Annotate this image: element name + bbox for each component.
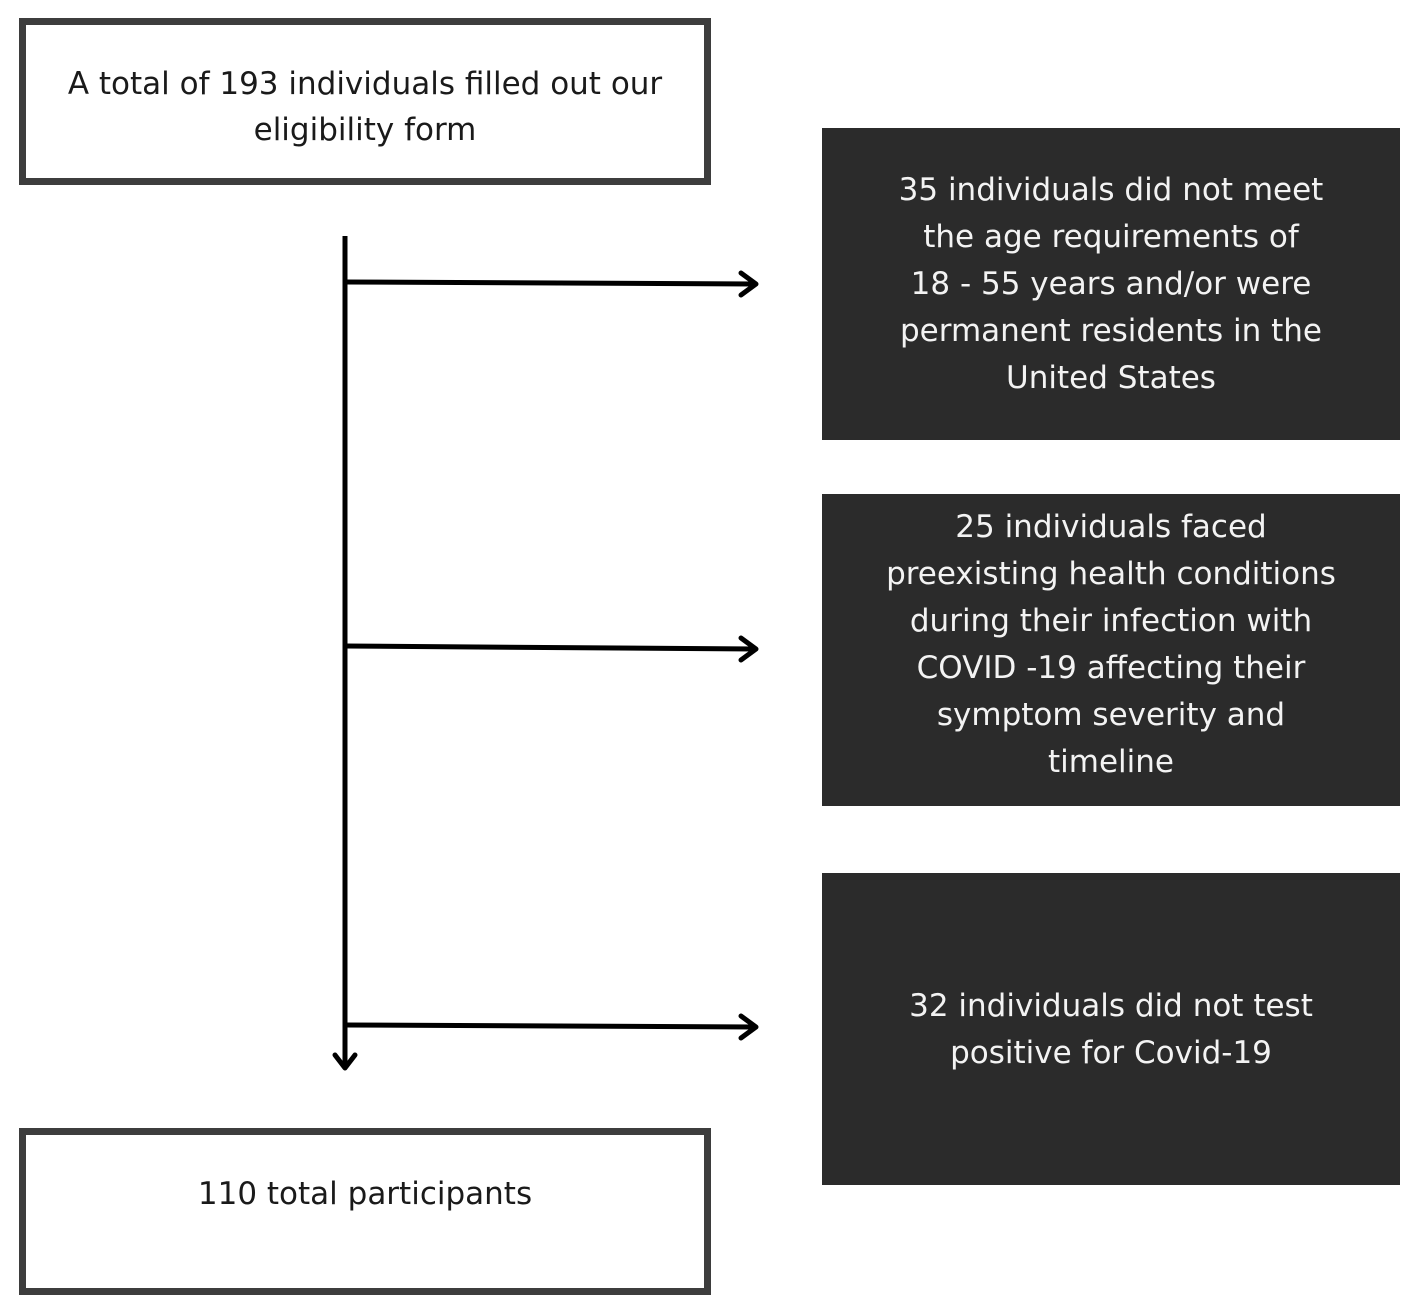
exclusion-box-text: 32 individuals did not test positive for… [909, 983, 1313, 1077]
branch-arrow-1-head [738, 270, 759, 298]
exclusion-text-line: during their infection with [909, 603, 1313, 639]
eligibility-form-box: A total of 193 individuals filled out ou… [19, 18, 711, 185]
exclusion-text-line: the age requirements of [923, 218, 1299, 255]
exclusion-text-line: 32 individuals did not test [909, 988, 1313, 1024]
branch-arrow-1-line [344, 279, 756, 287]
eligibility-form-line-2: eligibility form [253, 112, 477, 148]
exclusion-text-line: positive for Covid-19 [950, 1035, 1272, 1071]
total-participants-box: 110 total participants [19, 1128, 711, 1295]
exclusion-text-line: 18 - 55 years and/or were [910, 265, 1312, 302]
branch-arrow-3-line [344, 1022, 756, 1030]
branch-arrow-2-line [344, 643, 756, 652]
eligibility-form-line-1: A total of 193 individuals filled out ou… [67, 66, 663, 102]
branch-arrow-2-head [738, 635, 759, 663]
exclusion-text-line: COVID -19 affecting their [916, 650, 1306, 686]
main-flow-arrowhead [332, 1052, 358, 1071]
exclusion-box-text: 25 individuals faced preexisting health … [886, 504, 1336, 786]
exclusion-text-line: permanent residents in the [900, 312, 1322, 349]
exclusion-box-preexisting-conditions: 25 individuals faced preexisting health … [822, 494, 1400, 806]
total-participants-label: 110 total participants [197, 1176, 533, 1212]
exclusion-text-line: preexisting health conditions [886, 556, 1336, 592]
branch-arrow-3-head [738, 1013, 759, 1041]
exclusion-box-no-positive-test: 32 individuals did not test positive for… [822, 873, 1400, 1185]
exclusion-text-line: 25 individuals faced [955, 509, 1267, 545]
exclusion-text-line: symptom severity and [936, 697, 1286, 733]
exclusion-text-line: United States [1006, 359, 1216, 396]
exclusion-box-text: 35 individuals did not meet the age requ… [899, 167, 1324, 402]
exclusion-text-line: timeline [1048, 744, 1174, 780]
exclusion-text-line: 35 individuals did not meet [898, 171, 1324, 208]
exclusion-box-age-residency: 35 individuals did not meet the age requ… [822, 128, 1400, 440]
